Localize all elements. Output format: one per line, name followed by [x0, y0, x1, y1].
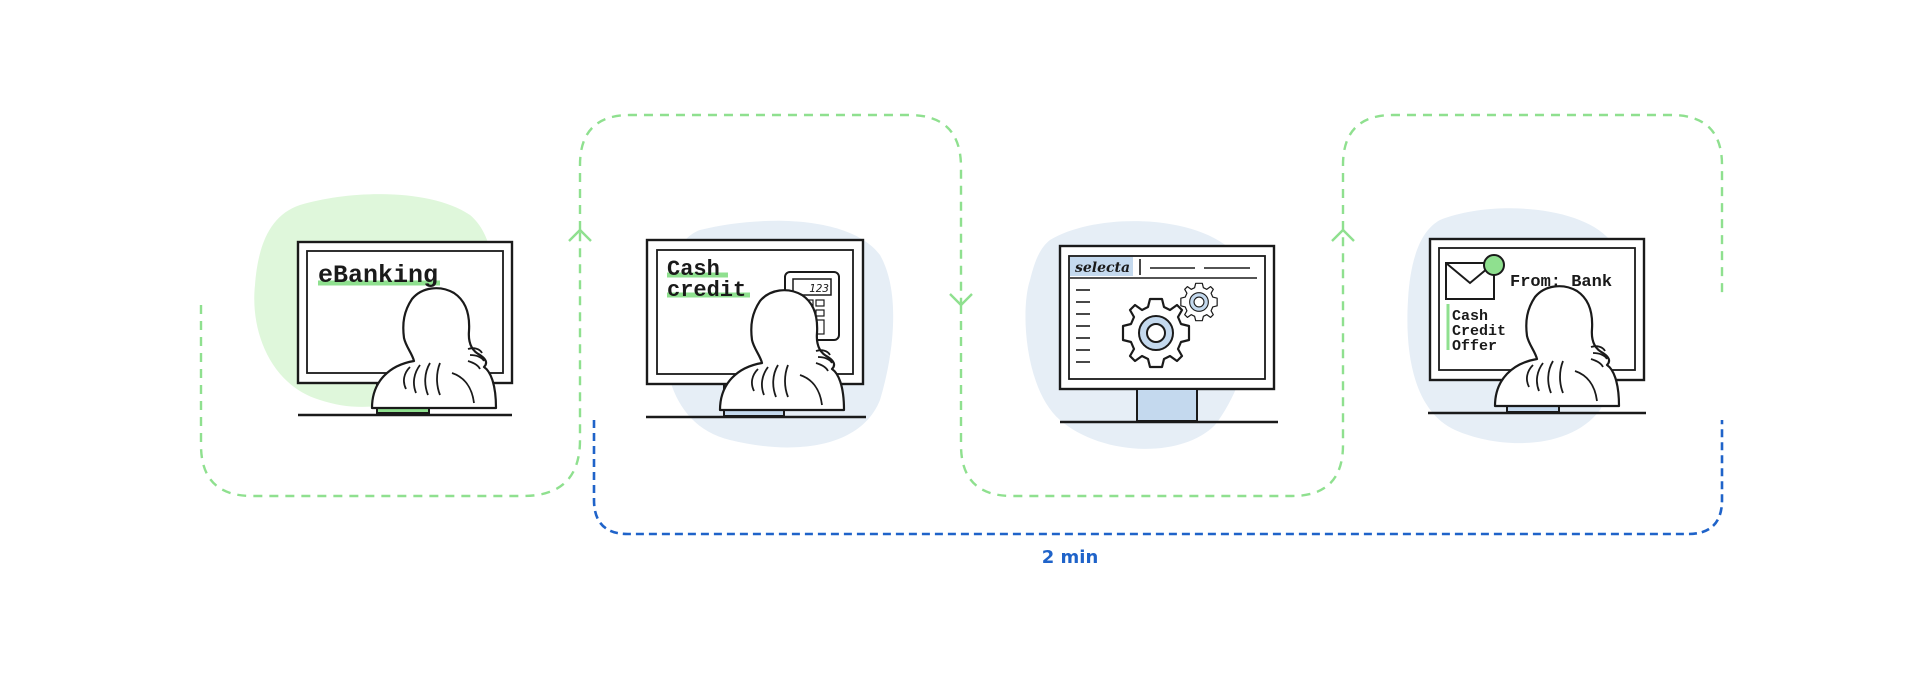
notification-dot-icon	[1483, 254, 1505, 276]
step-email-offer: From: Bank Cash Credit Offer	[1407, 208, 1646, 444]
screen-title-line-1: Cash	[667, 257, 720, 282]
monitor: selecta	[1058, 244, 1278, 424]
step-selecta-processing: selecta	[1025, 221, 1278, 449]
duration-label: 2 min	[1042, 547, 1099, 568]
screen-title-line-2: credit	[667, 278, 746, 303]
menu-lines	[1076, 289, 1090, 363]
gear-icon	[1180, 282, 1218, 322]
gear-icon	[1121, 297, 1191, 369]
flow-line-green-3	[959, 230, 1345, 498]
flow-line-green-2	[578, 113, 963, 305]
calculator-display: 123	[809, 282, 829, 295]
app-name-highlight	[1070, 257, 1133, 276]
email-sender: From: Bank	[1510, 273, 1612, 292]
flow-line-blue-duration	[592, 420, 1724, 536]
flow-line-green-1	[199, 230, 582, 498]
email-line-3: Offer	[1452, 338, 1497, 355]
email-line-2: Credit	[1452, 323, 1506, 340]
app-name: selecta	[1075, 260, 1130, 276]
step-cash-credit: Cash credit 123	[645, 220, 894, 448]
step-ebanking: eBanking	[254, 194, 514, 417]
flow-line-green-4	[1341, 113, 1724, 295]
screen-title: eBanking	[318, 261, 438, 290]
email-line-1: Cash	[1452, 308, 1488, 325]
